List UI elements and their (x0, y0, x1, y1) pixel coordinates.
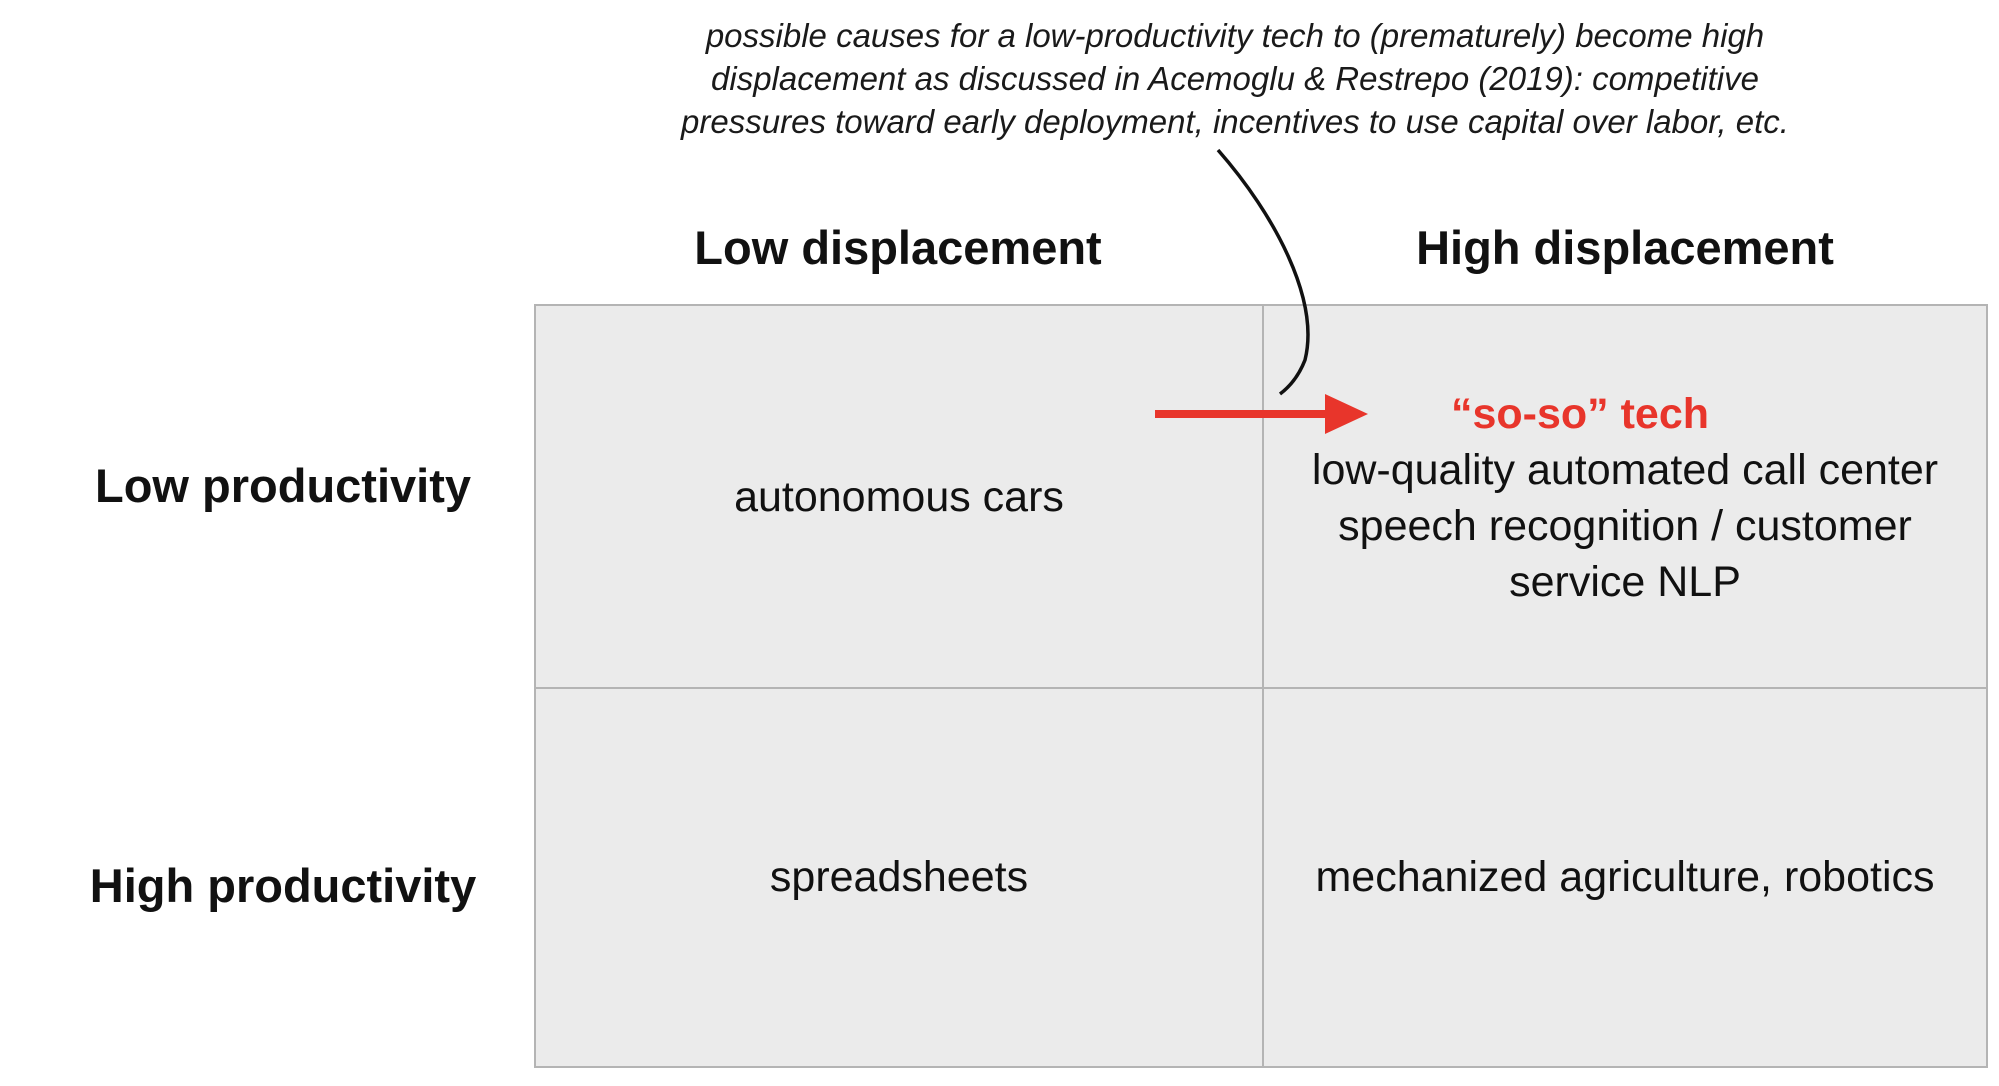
row-header-low-productivity: Low productivity (95, 459, 471, 512)
matrix-grid: autonomous cars “so-so” tech low-quality… (534, 304, 1988, 1068)
cell-low-productivity-high-displacement: “so-so” tech low-quality automated call … (1264, 306, 1986, 687)
row-header-high-productivity: High productivity (89, 859, 477, 912)
cell-text-line-3: service NLP (1509, 558, 1741, 606)
cell-high-productivity-low-displacement: spreadsheets (536, 689, 1262, 1066)
cell-text: autonomous cars (734, 472, 1064, 521)
cell-text-line-1: low-quality automated call center (1311, 446, 1939, 494)
column-header-low-displacement: Low displacement (694, 221, 1102, 274)
annotation-line-1: possible causes for a low-productivity t… (705, 17, 1765, 54)
cell-text-line-2: speech recognition / customer (1338, 502, 1912, 550)
cell-low-productivity-low-displacement: autonomous cars (536, 306, 1262, 687)
annotation-line-2: displacement as discussed in Acemoglu & … (711, 60, 1759, 97)
grid-divider-vertical (1262, 306, 1264, 1066)
column-header-high-displacement: High displacement (1416, 221, 1834, 274)
cell-high-productivity-high-displacement: mechanized agriculture, robotics (1264, 689, 1986, 1066)
cell-text: mechanized agriculture, robotics (1315, 853, 1935, 901)
annotation-note: possible causes for a low-productivity t… (560, 14, 1910, 143)
annotation-line-3: pressures toward early deployment, incen… (681, 103, 1789, 140)
grid-divider-horizontal (536, 687, 1986, 689)
so-so-tech-label: “so-so” tech (1450, 390, 1710, 438)
cell-text: spreadsheets (769, 853, 1029, 901)
